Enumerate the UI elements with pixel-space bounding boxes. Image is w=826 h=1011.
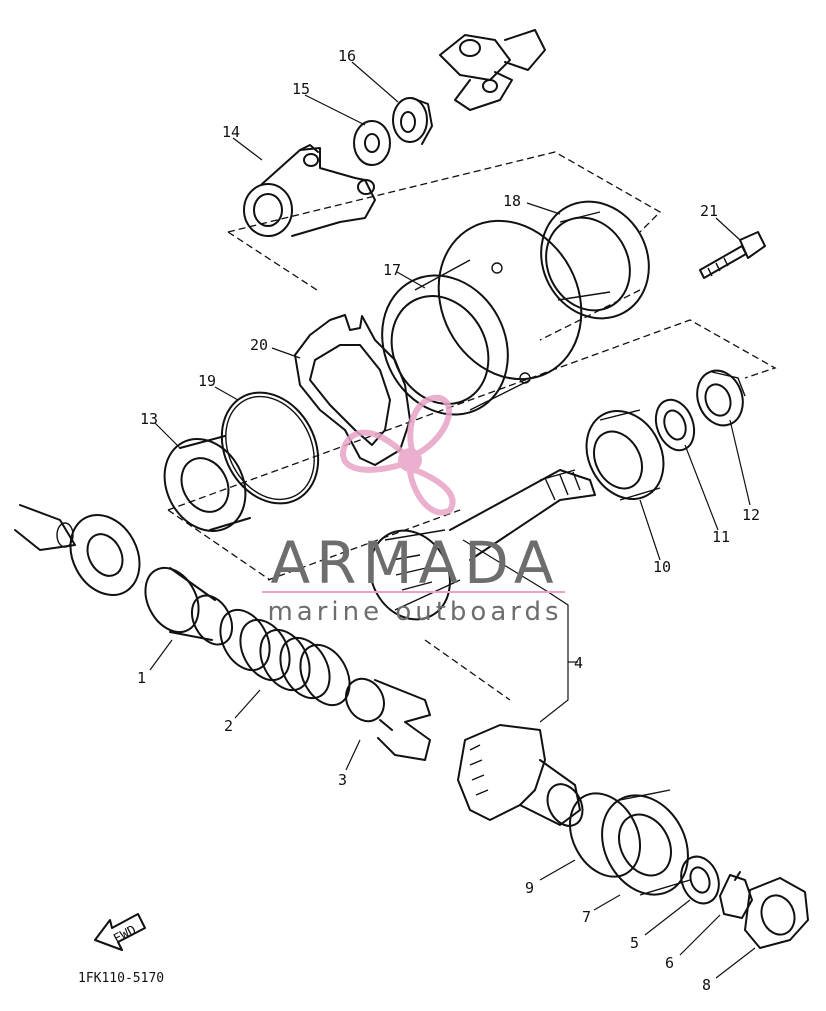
callout-18: 18: [503, 192, 521, 210]
callout-labels: 1 2 3 4 5 6 7 8 9 10 11 12 13 14 15 16 1…: [137, 47, 760, 994]
part-8-nut: [744, 877, 809, 949]
part-4-ring-gear: [457, 724, 584, 827]
leader-lines: [149, 61, 756, 979]
part-14-yoke: [243, 144, 376, 237]
part-code: 1FK110-5170: [78, 971, 164, 986]
part-1-sleeve: [144, 566, 234, 646]
watermark-title: ARMADA: [270, 529, 559, 597]
watermark-subtitle: marine outboards: [267, 597, 562, 627]
callout-6: 6: [665, 954, 674, 972]
part-11-spacer: [654, 398, 696, 452]
callout-13: 13: [140, 410, 158, 428]
callout-21: 21: [700, 202, 718, 220]
part-7-bearing: [601, 789, 691, 896]
callout-5: 5: [630, 934, 639, 952]
callout-19: 19: [198, 372, 216, 390]
callout-20: 20: [250, 336, 268, 354]
callout-10: 10: [653, 558, 671, 576]
watermark: ARMADA marine outboards: [262, 394, 565, 627]
part-10-bearing: [585, 409, 665, 501]
callout-4: 4: [574, 654, 583, 672]
callout-8: 8: [702, 976, 711, 994]
assembly-frames: [167, 151, 777, 701]
part-2-spring: [219, 608, 351, 707]
callout-1: 1: [137, 669, 146, 687]
part-3-yoke: [345, 677, 431, 761]
part-16-collar: [392, 97, 433, 145]
part-6-lockwasher: [719, 871, 753, 919]
universal-joint-part: [439, 29, 546, 111]
callout-17: 17: [383, 261, 401, 279]
callout-9: 9: [525, 879, 534, 897]
part-13-bearing: [163, 435, 251, 532]
callout-12: 12: [742, 506, 760, 524]
left-shaft-part: [14, 504, 76, 551]
callout-3: 3: [338, 771, 347, 789]
part-20-plate: [294, 314, 411, 466]
callout-7: 7: [582, 908, 591, 926]
left-bearing-part: [69, 513, 141, 597]
part-17-housing: [381, 219, 583, 416]
callout-14: 14: [222, 123, 240, 141]
part-21-bolt: [699, 231, 766, 279]
part-12-seal: [696, 369, 746, 427]
part-9-ring: [568, 792, 642, 878]
callout-2: 2: [224, 717, 233, 735]
part-15-washer: [353, 120, 391, 166]
part-4-pinion-shaft: [369, 469, 596, 621]
part-5-washer: [680, 855, 720, 905]
part-18-seal: [540, 200, 650, 320]
callout-15: 15: [292, 80, 310, 98]
part-19-oring: [220, 391, 320, 505]
callout-16: 16: [338, 47, 356, 65]
callout-11: 11: [712, 528, 730, 546]
fwd-arrow-icon: FWD: [94, 913, 146, 951]
propeller-logo-icon: [340, 394, 456, 516]
